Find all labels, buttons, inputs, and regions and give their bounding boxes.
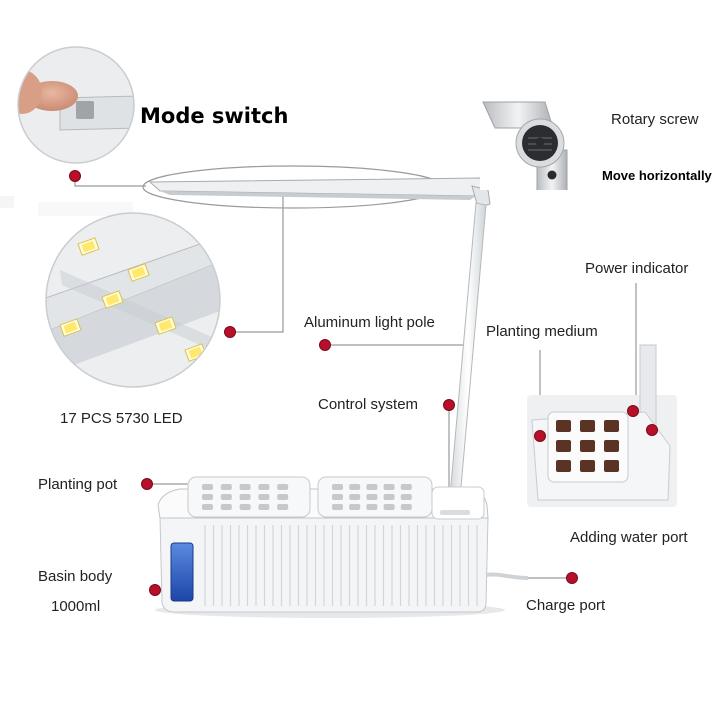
marker-dot (443, 399, 455, 411)
label-adding-water-port: Adding water port (570, 529, 688, 546)
marker-dot (566, 572, 578, 584)
label-aluminum-light-pole: Aluminum light pole (304, 314, 435, 331)
pointer-dot (535, 137, 545, 147)
marker-dot (319, 339, 331, 351)
aluminum-pole (449, 185, 491, 499)
planting-pots (187, 476, 433, 518)
marker-dot (224, 326, 236, 338)
marker-dot (534, 430, 546, 442)
label-mode-switch: Mode switch (140, 104, 289, 128)
led-chip-icon (154, 316, 177, 335)
led-strip-zoom (45, 212, 221, 388)
led-chip-icon (127, 263, 150, 282)
marker-dot (627, 405, 639, 417)
planting-medium-zoom (527, 344, 677, 507)
label-move-horizontally: Move horizontally (602, 168, 712, 183)
led-chip-icon (77, 237, 100, 256)
label-planting-medium: Planting medium (486, 323, 598, 340)
label-rotary-screw: Rotary screw (611, 111, 699, 128)
water-window (170, 542, 194, 602)
marker-dot (646, 424, 658, 436)
faint-background-switch-drawing (0, 196, 133, 216)
label-basin-body: Basin body (38, 568, 113, 585)
mode-switch-zoom (17, 46, 135, 164)
led-chip-icon (101, 290, 124, 309)
label-control-system: Control system (318, 396, 419, 413)
label-planting-pot: Planting pot (38, 476, 118, 493)
marker-dot (141, 478, 153, 490)
label-power-indicator: Power indicator (585, 260, 689, 277)
marker-dot (69, 170, 81, 182)
lamp-head (148, 177, 485, 200)
led-chip-icon (59, 318, 82, 337)
pointer-dot (547, 170, 557, 180)
marker-dot (149, 584, 161, 596)
label-led-spec: 17 PCS 5730 LED (60, 410, 183, 427)
label-charge-port: Charge port (526, 597, 606, 614)
label-basin-capacity: 1000ml (51, 598, 101, 615)
